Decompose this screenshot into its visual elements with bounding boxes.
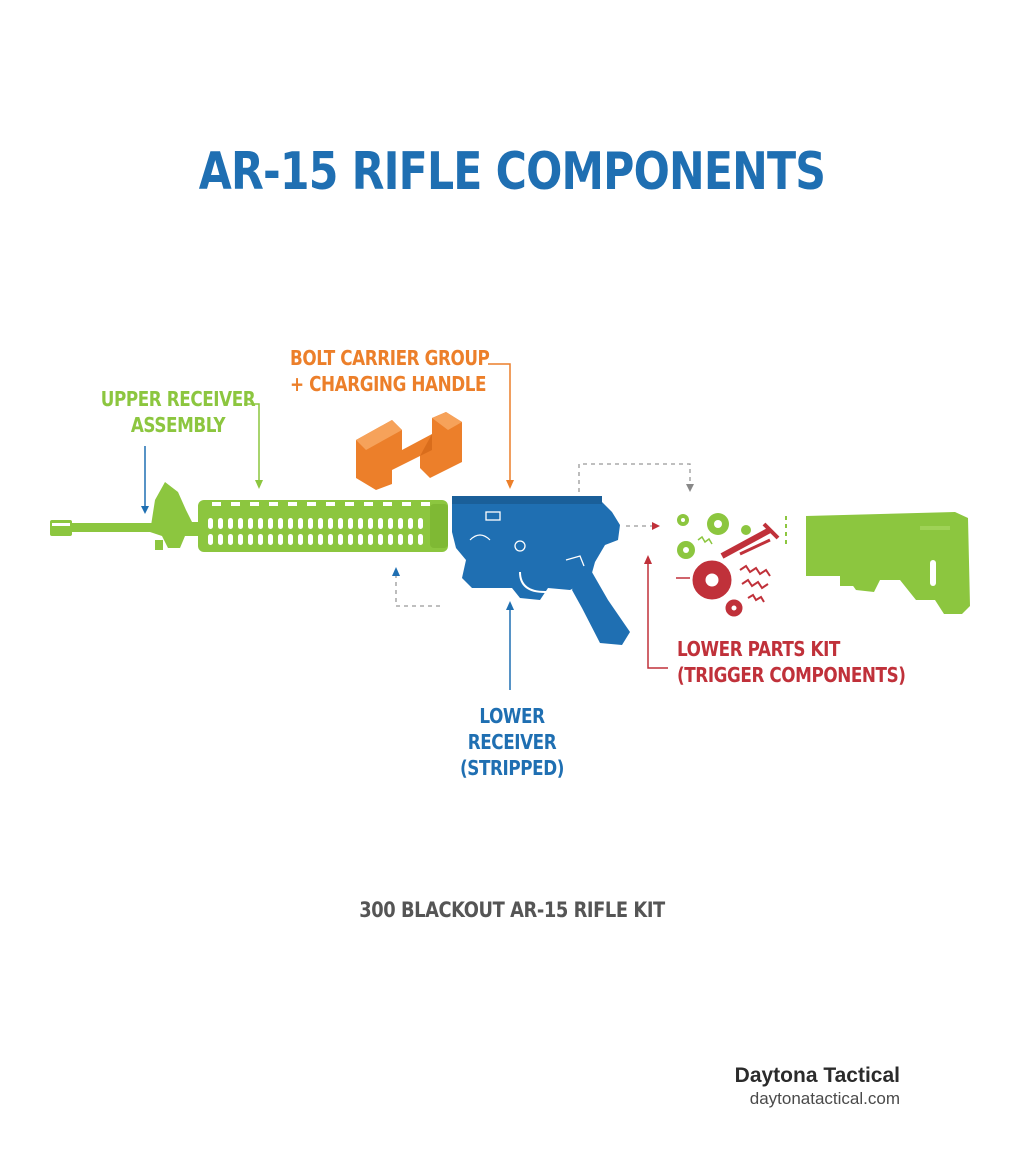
flash-hider: [50, 520, 72, 536]
lower-parts-kit: [676, 513, 780, 617]
handguard-slot: [378, 534, 383, 545]
handguard-slot: [318, 518, 323, 529]
rail-notch: [421, 502, 430, 506]
handguard-slot: [238, 518, 243, 529]
handguard-slot: [278, 534, 283, 545]
handguard-slot: [328, 518, 333, 529]
rail-notch: [345, 502, 354, 506]
handguard-slot: [398, 534, 403, 545]
rail-notch: [307, 502, 316, 506]
label-lower-parts-kit: LOWER PARTS KIT (TRIGGER COMPONENTS): [677, 636, 906, 688]
handguard-slot: [208, 518, 213, 529]
handguard-slot: [378, 518, 383, 529]
label-upper-receiver-line-2: ASSEMBLY: [130, 413, 226, 437]
leader-bolt-carrier: [488, 363, 514, 489]
rail-notch: [231, 502, 240, 506]
handguard-slot: [248, 534, 253, 545]
diagram-title: AR-15 RIFLE COMPONENTS: [198, 142, 826, 202]
handguard-slot: [358, 534, 363, 545]
label-lower-receiver-line-1: LOWER: [479, 704, 545, 728]
handguard-slot: [258, 518, 263, 529]
rail-notch: [250, 502, 259, 506]
rail-notch: [402, 502, 411, 506]
handguard-slot: [308, 534, 313, 545]
handguard-slot: [228, 518, 233, 529]
handguard-slot: [338, 534, 343, 545]
handguard-slot: [318, 534, 323, 545]
handguard-slots: [208, 502, 430, 545]
leader-upper-receiver: [141, 403, 263, 514]
handguard-slot: [368, 534, 373, 545]
handguard-slot: [388, 518, 393, 529]
label-lower-receiver: LOWER RECEIVER (STRIPPED): [436, 703, 587, 781]
handguard-slot: [348, 534, 353, 545]
handguard-slot: [288, 518, 293, 529]
handguard-slot: [418, 534, 423, 545]
brand-name: Daytona Tactical: [734, 1064, 900, 1087]
buttstock: [785, 512, 970, 614]
lower-receiver: [452, 496, 630, 645]
brand-url: daytonatactical.com: [749, 1089, 900, 1108]
brand-block: Daytona Tactical daytonatactical.com: [735, 1064, 900, 1109]
label-lower-receiver-line-2: RECEIVER: [467, 730, 557, 754]
leader-lower-parts-kit: [578, 463, 694, 669]
handguard-slot: [398, 518, 403, 529]
handguard-slot: [208, 534, 213, 545]
rail-notch: [269, 502, 278, 506]
label-lower-parts-kit-line-2: (TRIGGER COMPONENTS): [677, 663, 906, 687]
handguard-slot: [268, 534, 273, 545]
label-lower-parts-kit-line-1: LOWER PARTS KIT: [677, 637, 840, 661]
barrel: [70, 523, 160, 532]
label-bolt-carrier: BOLT CARRIER GROUP + CHARGING HANDLE: [290, 345, 490, 397]
handguard-slot: [268, 518, 273, 529]
leader-lower-receiver: [392, 567, 514, 690]
rail-notch: [364, 502, 373, 506]
handguard-slot: [328, 534, 333, 545]
handguard-slot: [338, 518, 343, 529]
handguard-slot: [218, 534, 223, 545]
label-upper-receiver: UPPER RECEIVER ASSEMBLY: [94, 386, 262, 438]
handguard-slot: [358, 518, 363, 529]
handguard-slot: [228, 534, 233, 545]
handguard-slot: [418, 518, 423, 529]
handguard-slot: [408, 518, 413, 529]
diagram-subtitle: 300 BLACKOUT AR-15 RIFLE KIT: [359, 898, 665, 922]
handguard-slot: [368, 518, 373, 529]
rail-notch: [288, 502, 297, 506]
rail-notch: [212, 502, 221, 506]
handguard-slot: [298, 534, 303, 545]
rail-notch: [383, 502, 392, 506]
handguard-slot: [408, 534, 413, 545]
handguard-slot: [288, 534, 293, 545]
label-bolt-carrier-line-2: + CHARGING HANDLE: [290, 372, 487, 396]
rail-notch: [326, 502, 335, 506]
front-sight: [150, 482, 200, 548]
handguard-slot: [308, 518, 313, 529]
handguard-slot: [248, 518, 253, 529]
handguard-slot: [298, 518, 303, 529]
handguard-slot: [278, 518, 283, 529]
handguard-slot: [348, 518, 353, 529]
handguard-slot: [218, 518, 223, 529]
handguard-slot: [238, 534, 243, 545]
bolt-carrier-group: [356, 412, 462, 490]
label-lower-receiver-line-3: (STRIPPED): [460, 756, 564, 780]
handguard-slot: [388, 534, 393, 545]
handguard-slot: [258, 534, 263, 545]
label-upper-receiver-line-1: UPPER RECEIVER: [100, 387, 256, 411]
label-bolt-carrier-line-1: BOLT CARRIER GROUP: [290, 346, 490, 370]
